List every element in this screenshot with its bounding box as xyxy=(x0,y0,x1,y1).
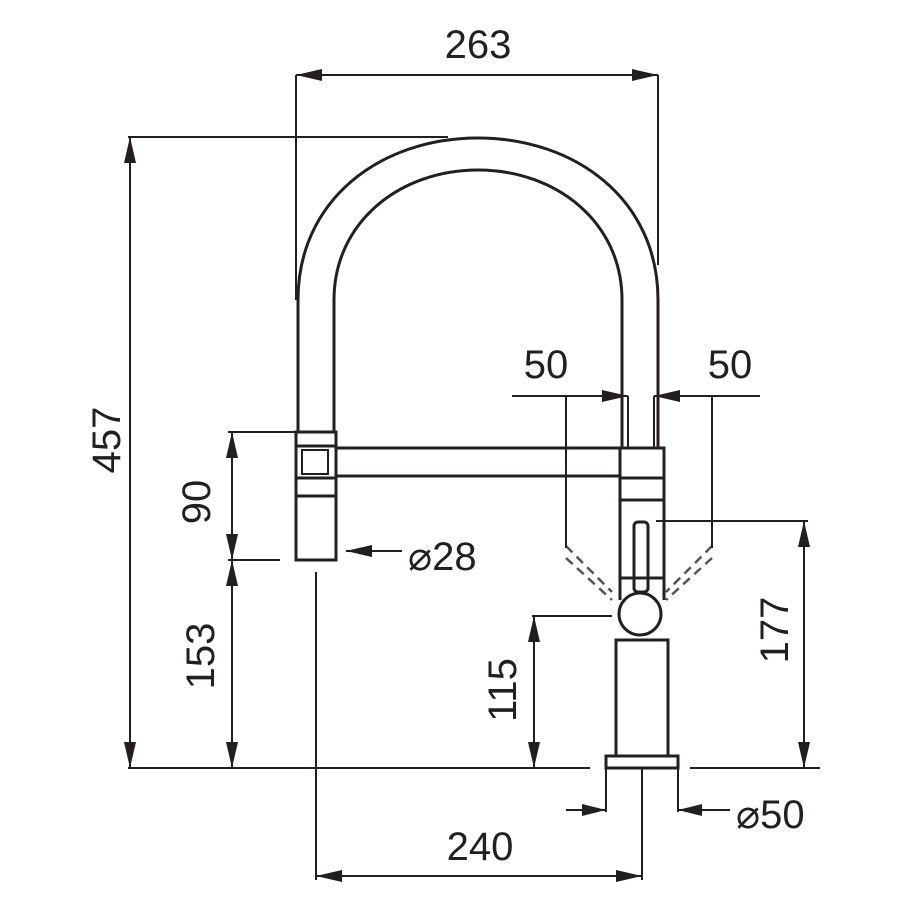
label-lever-height: 115 xyxy=(481,658,525,722)
label-swivel-left: 50 xyxy=(524,343,569,387)
spout-arch-inner xyxy=(332,168,624,448)
arrow-153-top xyxy=(226,560,238,586)
faucet-outline xyxy=(294,136,680,770)
lever-knob xyxy=(617,591,663,637)
spout-arch-outer xyxy=(296,136,660,448)
spray-head-button xyxy=(301,449,329,475)
holder-bar xyxy=(334,446,622,478)
label-lever-top-height: 177 xyxy=(753,597,797,664)
arrow-457-top xyxy=(124,137,136,163)
arrow-177-top xyxy=(798,521,810,547)
arrow-base-left xyxy=(582,804,606,816)
arrow-115-top xyxy=(528,616,540,642)
swivel-dash-right-outer xyxy=(665,545,713,593)
arrow-base-right xyxy=(678,804,702,816)
arrow-240-right xyxy=(616,870,642,882)
arrow-90-top xyxy=(226,432,238,458)
arrow-153-bottom xyxy=(226,742,238,768)
arrow-50-left xyxy=(602,390,628,402)
arrow-90-bottom xyxy=(226,534,238,560)
swivel-dash-left-inner xyxy=(565,557,613,601)
lever-handle xyxy=(632,520,650,594)
arrow-263-right xyxy=(632,69,658,81)
label-spray-head-length: 90 xyxy=(175,480,219,525)
label-overall-height: 457 xyxy=(85,407,129,474)
label-base-diameter: ⌀50 xyxy=(736,793,805,837)
label-overall-width: 263 xyxy=(445,23,512,67)
arrow-457-bottom xyxy=(124,742,136,768)
swivel-range xyxy=(565,545,713,601)
dimension-labels: 263 457 90 153 ⌀28 50 50 115 177 240 ⌀50 xyxy=(85,23,805,869)
body-column-upper xyxy=(618,446,666,580)
label-spout-reach: 240 xyxy=(447,825,514,869)
arrow-50-right xyxy=(654,390,680,402)
label-spray-head-clearance: 153 xyxy=(179,623,223,690)
arrow-115-bottom xyxy=(528,742,540,768)
label-spray-head-diameter: ⌀28 xyxy=(408,535,477,579)
arrow-28 xyxy=(346,545,372,557)
arrow-263-left xyxy=(296,69,322,81)
base-plate xyxy=(604,754,680,770)
arrow-240-left xyxy=(316,870,342,882)
label-swivel-right: 50 xyxy=(708,343,753,387)
dimension-lines xyxy=(124,69,820,882)
body-column-lower xyxy=(614,638,670,758)
swivel-dash-right-inner xyxy=(665,557,713,601)
swivel-dash-left-outer xyxy=(565,545,613,593)
arrow-177-bottom xyxy=(798,742,810,768)
